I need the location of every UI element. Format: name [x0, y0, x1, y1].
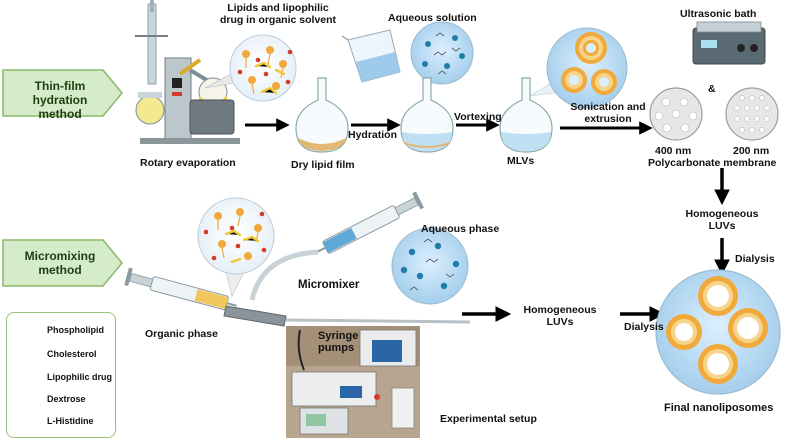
mlvs-flask-icon	[499, 77, 553, 153]
dialysis-top-label: Dialysis	[735, 253, 775, 265]
rotary-evaporator-icon	[135, 0, 240, 144]
aqueous-syringe-icon	[316, 191, 424, 254]
legend-box: Phospholipid Cholesterol Lipophilic drug…	[6, 312, 116, 438]
lipid-drug-bubble	[204, 34, 297, 102]
organic-phase-bubble	[197, 197, 275, 297]
ultrasonic-bath-label: Ultrasonic bath	[680, 8, 757, 20]
legend-l-histidine-label: L-Histidine	[47, 416, 94, 426]
membrane-400nm-icon	[649, 87, 703, 141]
experimental-setup-label: Experimental setup	[440, 413, 537, 425]
experimental-setup-photo	[286, 326, 420, 438]
dry-lipid-film-label: Dry lipid film	[291, 159, 355, 171]
final-nanoliposomes-bubble	[655, 269, 781, 395]
hydration-label: Hydration	[348, 129, 398, 141]
sonication-extrusion-label: Sonication and extrusion	[570, 101, 646, 125]
mlvs-bubble	[529, 27, 628, 109]
legend-lipophilic-drug-label: Lipophilic drug	[47, 372, 112, 382]
homogeneous-luvs-bottom-label: Homogeneous LUVs	[523, 304, 597, 328]
aqueous-solution-label: Aqueous solution	[388, 12, 477, 24]
micromixing-method-arrow	[2, 239, 123, 287]
membrane-200nm-icon	[725, 87, 779, 141]
syringe-pumps-label: Syringe pumps	[318, 330, 359, 354]
aqueous-solution-bubble	[410, 21, 474, 85]
rotary-evaporation-label: Rotary evaporation	[140, 157, 236, 169]
nm200-label: 200 nm	[733, 145, 770, 157]
beaker-icon	[341, 29, 401, 83]
legend-cholesterol-label: Cholesterol	[47, 349, 97, 359]
homogeneous-luvs-top-label: Homogeneous LUVs	[685, 208, 759, 232]
aqueous-phase-label: Aqueous phase	[421, 223, 500, 235]
final-nanoliposomes-label: Final nanoliposomes	[664, 402, 774, 414]
ampersand-label: &	[708, 83, 716, 95]
aqueous-phase-bubble	[391, 227, 469, 305]
legend-dextrose-label: Dextrose	[47, 394, 86, 404]
micromixing-method-label: Micromixing method	[24, 249, 96, 277]
organic-syringe-icon	[124, 267, 237, 311]
organic-phase-label: Organic phase	[145, 328, 218, 340]
dry-lipid-flask-icon	[295, 77, 349, 153]
mlvs-label: MLVs	[507, 155, 535, 167]
hydration-flask-icon	[400, 77, 454, 153]
lipids-drug-label: Lipids and lipophilic drug in organic so…	[219, 2, 337, 26]
micromixer-icon	[223, 249, 471, 327]
ultrasonic-bath-icon	[692, 21, 766, 65]
micromixer-label: Micromixer	[298, 279, 360, 291]
thin-film-method-label: Thin-film hydration method	[32, 79, 88, 121]
nm400-label: 400 nm	[655, 145, 692, 157]
dialysis-bottom-label: Dialysis	[624, 321, 664, 333]
vortexing-label: Vortexing	[454, 111, 502, 123]
legend-phospholipid-label: Phospholipid	[47, 325, 104, 335]
thin-film-method-arrow	[2, 69, 123, 117]
polycarbonate-label: Polycarbonate membrane	[648, 157, 777, 169]
